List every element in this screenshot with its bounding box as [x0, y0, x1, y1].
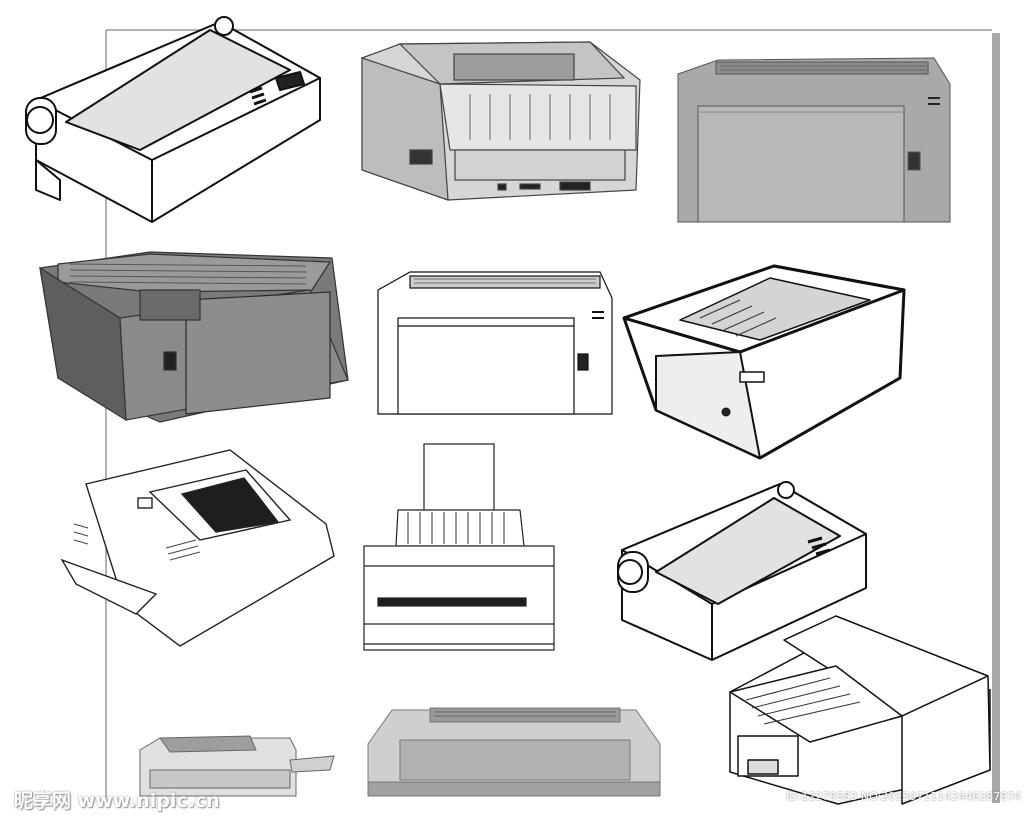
image-id-text: ID:12279583 NO:20150711142446287974: [786, 790, 1022, 803]
printer-laser-gray-1: [361, 41, 641, 201]
printer-dark-gray: [39, 251, 349, 423]
printer-box-gray: [677, 57, 951, 223]
printer-inkjet: [363, 443, 555, 651]
watermark-text: 昵享网 www.nipic.cn: [14, 790, 220, 812]
printer-dot-matrix-2: [617, 481, 867, 661]
printer-large-laser: [729, 615, 991, 805]
printer-box-outline: [377, 271, 613, 415]
printer-copier: [60, 449, 335, 647]
printer-dot-matrix-1: [25, 16, 321, 223]
printer-small-copier: [139, 735, 335, 797]
printer-flat-gray: [367, 707, 661, 797]
printer-angled: [622, 264, 906, 460]
